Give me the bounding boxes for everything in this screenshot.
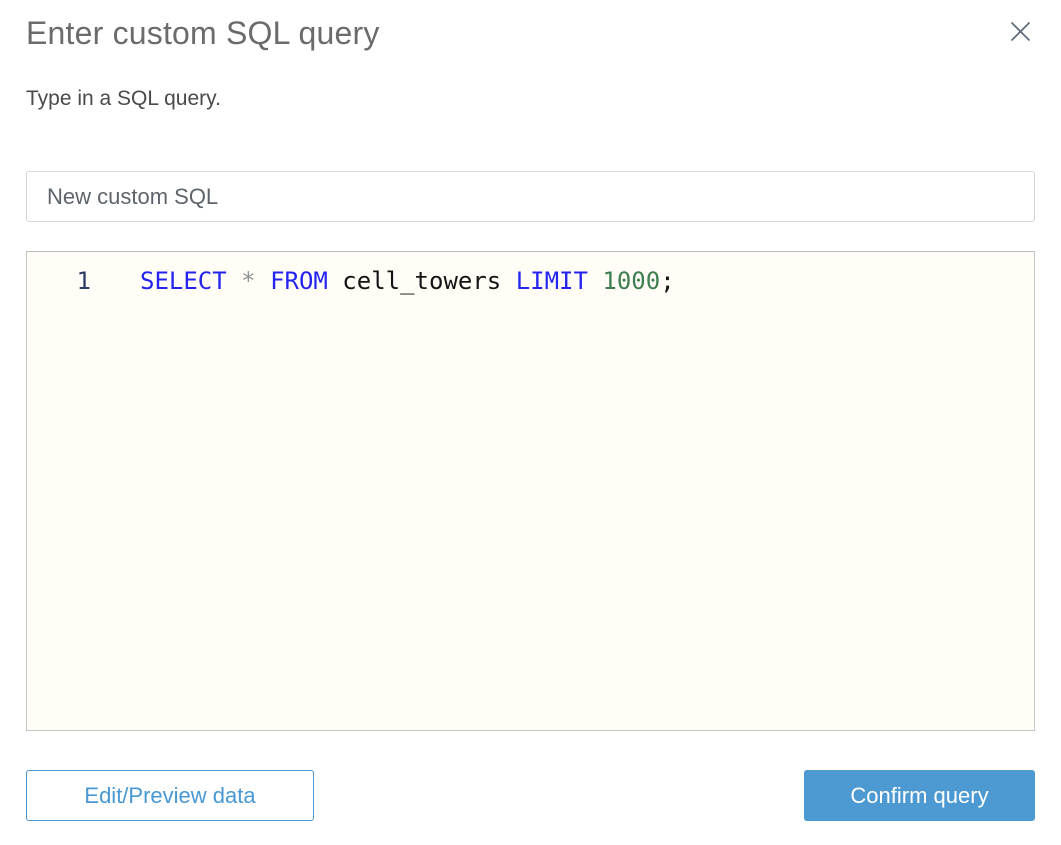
dialog-footer: Edit/Preview data Confirm query: [26, 770, 1035, 821]
query-name-input[interactable]: [26, 171, 1035, 222]
dialog-header: Enter custom SQL query: [26, 14, 1035, 52]
close-button[interactable]: [1009, 20, 1032, 43]
code-line: 1 SELECT * FROM cell_towers LIMIT 1000;: [27, 265, 1034, 297]
sql-editor[interactable]: 1 SELECT * FROM cell_towers LIMIT 1000;: [26, 251, 1035, 731]
code-text: SELECT * FROM cell_towers LIMIT 1000;: [140, 267, 675, 295]
confirm-query-button[interactable]: Confirm query: [804, 770, 1035, 821]
page-title: Enter custom SQL query: [26, 15, 380, 51]
line-number: 1: [76, 267, 91, 295]
sql-editor-content: 1 SELECT * FROM cell_towers LIMIT 1000;: [27, 265, 1034, 297]
dialog-subtitle: Type in a SQL query.: [26, 87, 221, 110]
edit-preview-data-button[interactable]: Edit/Preview data: [26, 770, 314, 821]
close-icon: [1010, 21, 1031, 42]
